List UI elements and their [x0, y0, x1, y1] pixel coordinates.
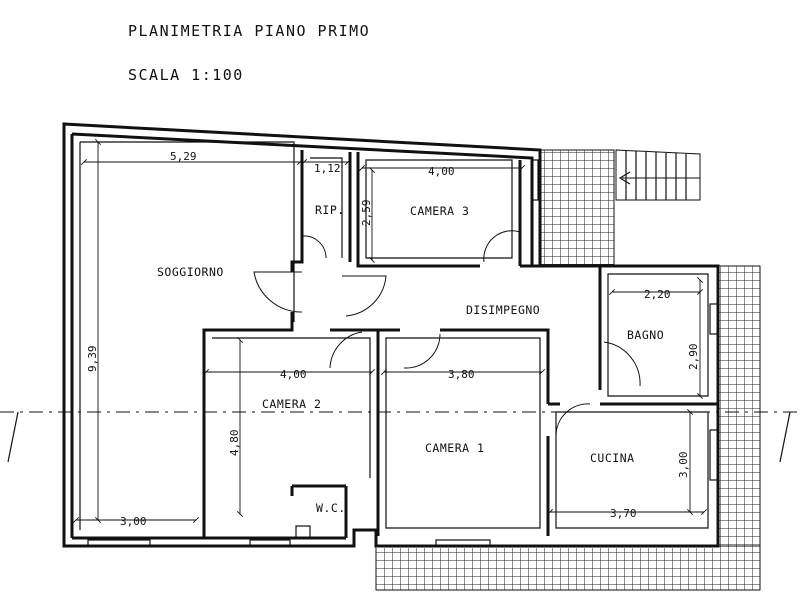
dim-camera2-width: 4,00	[280, 368, 307, 381]
section-arrow-right	[779, 411, 791, 463]
plan-scale: SCALA 1:100	[128, 66, 244, 84]
dim-cucina-depth: 3,00	[677, 452, 690, 479]
dim-bagno-width: 2,20	[644, 288, 671, 301]
dim-soggiorno-depth: 9,39	[86, 346, 99, 373]
interior-walls	[202, 150, 718, 538]
dim-camera3-depth: 2,59	[360, 200, 373, 227]
room-disimpegno: DISIMPEGNO	[466, 303, 540, 317]
plan-title: PLANIMETRIA PIANO PRIMO	[128, 22, 371, 40]
room-rip: RIP.	[315, 203, 345, 217]
dim-rip-width: 1,12	[314, 162, 341, 175]
room-camera2: CAMERA 2	[262, 397, 321, 411]
dimension-lines	[72, 138, 708, 524]
room-wc: W.C.	[316, 501, 346, 515]
room-soggiorno: SOGGIORNO	[157, 265, 224, 279]
dim-soggiorno-width: 5,29	[170, 150, 197, 163]
room-bagno: BAGNO	[627, 328, 664, 342]
terrace-right	[717, 265, 761, 547]
room-camera3: CAMERA 3	[410, 204, 469, 218]
dim-camera3-width: 4,00	[428, 165, 455, 178]
terrace-top	[539, 149, 615, 267]
section-arrow-left	[7, 411, 19, 463]
room-camera1: CAMERA 1	[425, 441, 484, 455]
dim-cucina-width: 3,70	[610, 507, 637, 520]
doors	[253, 230, 641, 437]
terrace-bottom	[375, 545, 761, 591]
room-cucina: CUCINA	[590, 451, 635, 465]
dim-bagno-depth: 2,90	[687, 344, 700, 371]
staircase	[615, 149, 701, 201]
windows	[87, 159, 719, 547]
dim-camera2-depth: 4,80	[228, 430, 241, 457]
dim-camera1-width: 3,80	[448, 368, 475, 381]
dim-bottom-width: 3,00	[120, 515, 147, 528]
